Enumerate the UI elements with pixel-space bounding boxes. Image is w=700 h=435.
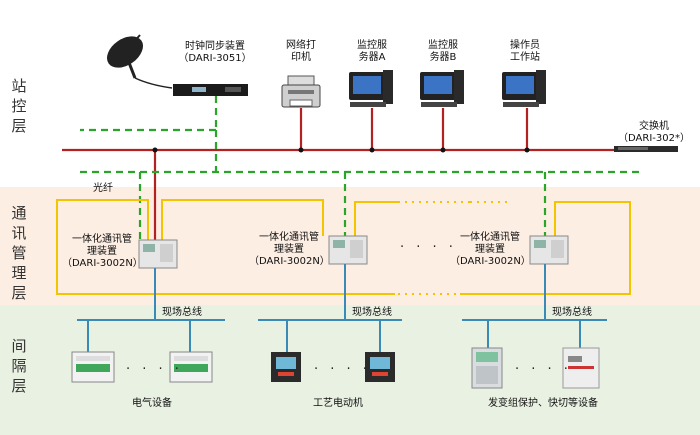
comm-device-2-icon [328,235,368,265]
switch-name: 交换机 [639,121,669,132]
field-bus-label-3: 现场总线 [552,307,592,318]
field-bus-lines [77,264,607,352]
bay-ellipsis-3: · · · · [515,362,572,377]
bay-layer-char: 层 [11,377,27,395]
station-layer-char: 层 [11,117,27,135]
comm-device-label-line: 理装置 [475,244,505,255]
comm-device-label-line: 理装置 [87,246,117,257]
electrical-device-2-icon [169,351,213,383]
server-a-label-line: 监控服 [357,40,387,51]
printer-label: 网络打 印机 [276,40,326,64]
comm-device-label-line: 理装置 [274,244,304,255]
comm-device-1-label: 一体化通讯管 理装置 （DARI-3002N） [62,234,143,270]
satellite-dish-icon [106,34,173,89]
field-bus-label-2: 现场总线 [352,307,392,318]
comm-device-model: （DARI-3002N） [62,258,143,269]
bus-junction-dots [152,147,530,153]
fiber-gap-dots [398,201,510,295]
comm-device-label-line: 一体化通讯管 [72,234,132,245]
server-b-label-line: 监控服 [428,40,458,51]
comm-layer-char: 管 [11,244,27,262]
motor-device-2-icon [365,352,395,382]
comm-layer-label: 通 讯 管 理 层 [8,203,30,303]
protection-device-2-icon [562,347,600,389]
switch-label: 交换机 （DARI-302*） [612,121,696,145]
bay-layer-label: 间 隔 层 [8,336,30,396]
electrical-device-1-icon [71,351,115,383]
comm-device-label-line: 一体化通讯管 [460,232,520,243]
comm-ellipsis: · · · · [400,240,457,255]
operator-label-line: 操作员 [510,40,540,51]
comm-layer-char: 层 [11,284,27,302]
comm-layer-char: 通 [11,204,27,222]
operator-label-line: 工作站 [510,52,540,63]
bay-layer-char: 隔 [11,357,27,375]
bay-group-2-label: 工艺电动机 [313,398,363,409]
clock-sync-device-icon [173,84,248,96]
operator-label: 操作员 工作站 [500,40,550,64]
server-b-label-line: 务器B [429,52,457,63]
station-layer-char: 站 [11,77,27,95]
server-b-label: 监控服 务器B [418,40,468,64]
comm-layer-char: 理 [11,264,27,282]
comm-device-label-line: 一体化通讯管 [259,232,319,243]
comm-device-model: （DARI-3002N） [249,256,330,267]
bay-layer-char: 间 [11,337,27,355]
network-switch-icon [614,146,678,152]
motor-device-1-icon [271,352,301,382]
printer-label-line: 网络打 [286,40,316,51]
switch-model: （DARI-302*） [618,133,690,144]
comm-device-2-label: 一体化通讯管 理装置 （DARI-3002N） [249,232,330,268]
clock-device-label: 时钟同步装置 （DARI-3051） [168,41,262,65]
fiber-ring-line [56,199,631,295]
bay-group-1-label: 电气设备 [132,398,172,409]
comm-device-1-icon [138,239,178,269]
server-b-computer-icon [420,70,464,107]
printer-icon [281,75,321,108]
comm-device-3-icon [529,235,569,265]
server-a-label-line: 务器A [358,52,386,63]
operator-workstation-icon [502,70,546,107]
printer-label-line: 印机 [291,52,311,63]
comm-layer-char: 讯 [11,224,27,242]
comm-device-3-label: 一体化通讯管 理装置 （DARI-3002N） [450,232,531,268]
fiber-label: 光纤 [93,183,113,194]
bay-ellipsis-1: · · · · [126,362,183,377]
server-a-computer-icon [349,70,393,107]
station-layer-char: 控 [11,97,27,115]
bay-group-3-label: 发变组保护、快切等设备 [488,398,598,409]
bay-ellipsis-2: · · · · [314,362,371,377]
server-a-label: 监控服 务器A [347,40,397,64]
station-layer-label: 站 控 层 [8,76,30,136]
field-bus-label-1: 现场总线 [162,307,202,318]
clock-device-name: 时钟同步装置 [185,41,245,52]
comm-device-model: （DARI-3002N） [450,256,531,267]
time-sync-dashed-line [80,96,640,240]
clock-device-model: （DARI-3051） [178,53,252,64]
protection-device-1-icon [471,347,503,389]
